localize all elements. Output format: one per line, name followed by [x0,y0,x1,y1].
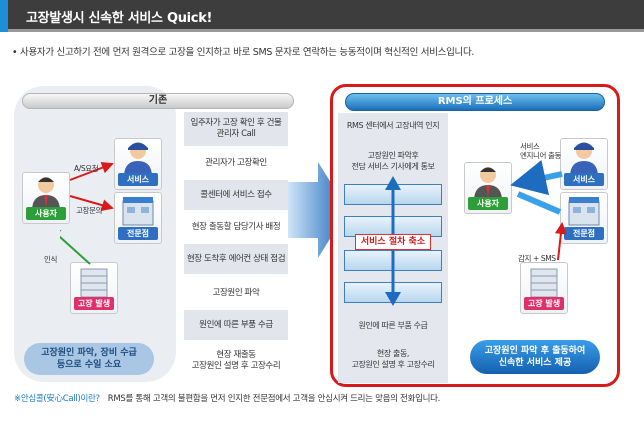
footnote-label: ※안심콜(安心Call)이란? [14,394,100,404]
service-person-icon [124,142,152,175]
footnote-text: RMS를 통해 고객의 불편함을 먼저 인지한 전문점에서 고객을 안심시켜 드… [107,394,441,404]
rms-title: RMS의 프로세스 [345,93,605,111]
legacy-step-6: 고장원인 파악 [212,287,260,298]
rms-service-label: 서비스 [564,173,604,186]
legacy-notice-label: 인식 [44,255,57,264]
rms-step-1: RMS 센터에서 고장내역 인지 [346,121,440,130]
legacy-step-8: 현장 재출동 고장원인 설명 후 고장수리 [191,350,281,371]
rms-service-actor: 서비스 [560,138,608,190]
rms-failure-actor: 고장 발생 [520,262,568,314]
rms-step-2: 고장원인 파악후 전담 서비스 기사에게 통보 [351,151,435,171]
legacy-flow-arrows [60,161,114,265]
shorten-label: 서비스 절차 축소 [355,234,431,250]
legacy-step-5: 현장 도착후 에어컨 상태 점검 [184,244,288,274]
legacy-store-label: 전문점 [118,227,158,240]
footnote: ※안심콜(安心Call)이란? RMS를 통해 고객의 불편함을 먼저 인지한 전… [14,392,440,404]
legacy-step-7: 원인에 따른 부품 수급 [184,310,288,340]
legacy-step-4: 현장 출동할 담당기사 배정 [191,221,281,232]
rms-step-3: 원인에 따른 부품 수급 [358,321,428,330]
legacy-step-2: 관리자가 고장확인 [205,157,267,168]
rms-user-actor: 사용자 [464,162,512,214]
rms-user-label: 사용자 [468,197,508,210]
rms-summary-bubble: 고장원인 파악 후 출동하여 신속한 서비스 제공 [470,340,600,374]
rms-step-4: 현장 출동, 고장원인 설명 후 고장수리 [351,349,435,369]
legacy-title: 기존 [22,93,294,109]
user-person-icon [32,177,60,209]
legacy-step-1: 입주자가 고장 확인 후 건물 관리자 Call [184,112,288,146]
legacy-summary-bubble: 고장원인 파악, 장비 수급 등으로 수일 소요 [24,343,154,375]
store-building-icon [568,197,600,226]
service-person-icon [570,142,598,175]
header-accent [0,0,8,32]
rms-store-actor: 전문점 [560,192,608,244]
legacy-service-label: 서비스 [118,173,158,186]
rms-dispatch-label: 서비스 엔지니어 출동 [520,142,561,160]
rms-detect-label: 감지 + SMS [518,254,556,263]
legacy-inquiry-label: 고장문의 [76,206,102,215]
rms-store-label: 전문점 [564,227,604,240]
user-person-icon [474,167,502,199]
legacy-store-actor: 전문점 [114,192,162,244]
store-building-icon [122,197,154,226]
legacy-as-request-label: A/S요청 [74,164,99,173]
page-title: 고장발생시 신속한 서비스 Quick! [26,11,213,26]
legacy-service-actor: 서비스 [114,138,162,190]
legacy-failure-actor: 고장 발생 [70,262,118,314]
legacy-step-3: 콜센터에 서비스 접수 [184,180,288,210]
rms-failure-label: 고장 발생 [524,297,564,310]
intro-text: • 사용자가 신고하기 전에 먼저 원격으로 고장을 인지하고 바로 SMS 문… [12,47,475,58]
page-header: 고장발생시 신속한 서비스 Quick! [0,0,644,32]
legacy-failure-label: 고장 발생 [74,297,114,310]
rms-flow-arrows [510,160,566,261]
legacy-user-label: 사용자 [26,207,66,220]
legacy-user-actor: 사용자 [22,172,70,224]
